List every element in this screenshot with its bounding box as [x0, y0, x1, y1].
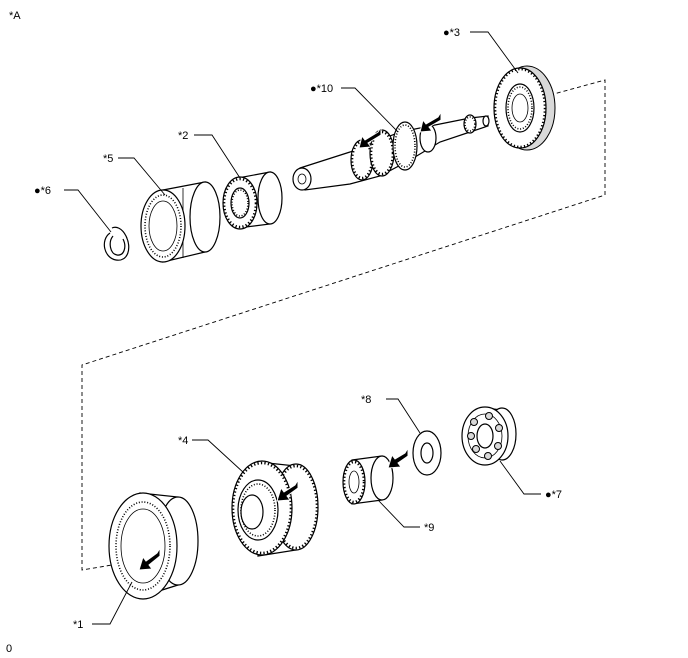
arrow-needle-bearing	[387, 446, 409, 469]
leader-lines	[64, 31, 541, 625]
leader-part-10	[341, 87, 399, 133]
callout-part-7: ●*7	[545, 489, 562, 501]
arrow-gear-part-4	[276, 478, 299, 502]
callout-part-5: *5	[103, 153, 113, 165]
hub-part-2	[222, 171, 283, 230]
callout-part-2: *2	[178, 130, 188, 142]
leader-part-5	[118, 157, 166, 196]
callout-part-8: *8	[361, 394, 371, 406]
gear-part-3	[493, 65, 556, 151]
leader-part-7	[499, 460, 541, 495]
shaft-part-10	[292, 114, 490, 191]
leader-part-2	[194, 134, 241, 179]
callout-part-3: ●*3	[443, 27, 460, 39]
callout-part-1: *1	[73, 619, 83, 631]
callout-part-4: *4	[178, 435, 188, 447]
arrow-sleeve-part-1	[138, 546, 161, 571]
ball-bearing-part-7	[461, 406, 517, 466]
sleeve-part-5	[140, 181, 221, 263]
sleeve-part-1	[108, 492, 199, 600]
leader-part-3	[470, 31, 519, 74]
corner-label: *A	[9, 10, 21, 22]
leader-part-9	[377, 499, 420, 528]
leader-part-8	[386, 398, 421, 434]
callout-part-10: ●*10	[310, 83, 333, 95]
callout-part-6: ●*6	[34, 185, 51, 197]
gear-part-4	[231, 460, 319, 557]
footer-code: 0	[6, 643, 12, 655]
callout-part-9: *9	[424, 522, 434, 534]
arrow-shaft-left	[358, 125, 382, 149]
washer-part-8	[412, 430, 442, 476]
needle-bearing-part-9	[342, 455, 394, 505]
arrow-shaft-right	[419, 110, 442, 133]
leader-part-4	[192, 439, 245, 474]
snap-ring-part-6	[103, 226, 130, 261]
leader-part-1	[92, 581, 133, 625]
shaft-indicator-arrows	[358, 110, 442, 149]
assembly-guide-lines	[81, 79, 606, 571]
leader-part-6	[64, 189, 112, 233]
